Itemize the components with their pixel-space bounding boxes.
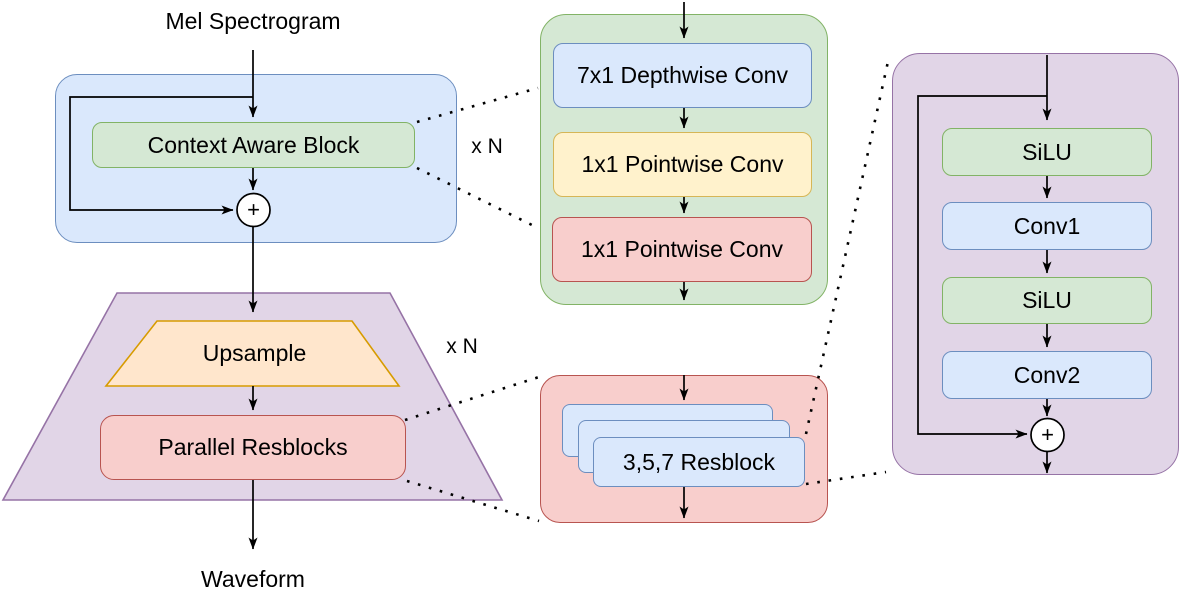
add-circle-right	[1030, 417, 1065, 453]
silu-2-label: SiLU	[1022, 287, 1072, 314]
context-aware-block: Context Aware Block	[92, 122, 415, 168]
parallel-resblocks-block: Parallel Resblocks	[100, 415, 406, 480]
pointwise-conv-2-label: 1x1 Pointwise Conv	[581, 236, 783, 263]
conv1-block: Conv1	[942, 202, 1152, 250]
silu-block-1: SiLU	[942, 128, 1152, 176]
context-aware-block-label: Context Aware Block	[147, 131, 360, 158]
parallel-resblocks-label: Parallel Resblocks	[158, 434, 348, 461]
silu-1-label: SiLU	[1022, 138, 1072, 165]
dotted-link-context-top	[416, 86, 539, 124]
resblock-stack-front: 3,5,7 Resblock	[593, 437, 805, 487]
plus-icon: +	[247, 197, 260, 222]
pointwise-conv-block-2: 1x1 Pointwise Conv	[552, 217, 812, 282]
repeat-n-label-encoder: x N	[471, 135, 503, 158]
pointwise-conv-1-label: 1x1 Pointwise Conv	[581, 151, 784, 178]
upsample-label: Upsample	[202, 340, 307, 366]
silu-block-2: SiLU	[942, 277, 1152, 324]
depthwise-conv-block: 7x1 Depthwise Conv	[553, 43, 812, 108]
upsample-trapezoid	[104, 320, 401, 387]
conv2-label: Conv2	[1013, 361, 1081, 388]
input-label: Mel Spectrogram	[165, 7, 341, 34]
residual-skip-connection-right	[917, 95, 1047, 439]
plus-icon: +	[1041, 422, 1054, 447]
add-circle-left	[236, 192, 271, 228]
depthwise-conv-label: 7x1 Depthwise Conv	[577, 62, 788, 89]
conv2-block: Conv2	[942, 351, 1152, 399]
repeat-n-label-decoder: x N	[446, 335, 478, 358]
resblock-stack-label: 3,5,7 Resblock	[622, 448, 776, 475]
conv1-label: Conv1	[1013, 212, 1081, 239]
output-label: Waveform	[201, 565, 305, 592]
dotted-link-resblock-detail-bottom	[805, 470, 887, 486]
residual-skip-connection-left	[69, 96, 253, 215]
dotted-link-resblocks-top	[404, 375, 540, 422]
pointwise-conv-block-1: 1x1 Pointwise Conv	[553, 132, 812, 197]
dotted-link-context-bottom	[416, 166, 539, 230]
resblock-detail-container	[892, 53, 1179, 475]
dotted-link-resblocks-bottom	[406, 479, 540, 523]
dotted-link-resblock-detail-top	[804, 56, 891, 435]
